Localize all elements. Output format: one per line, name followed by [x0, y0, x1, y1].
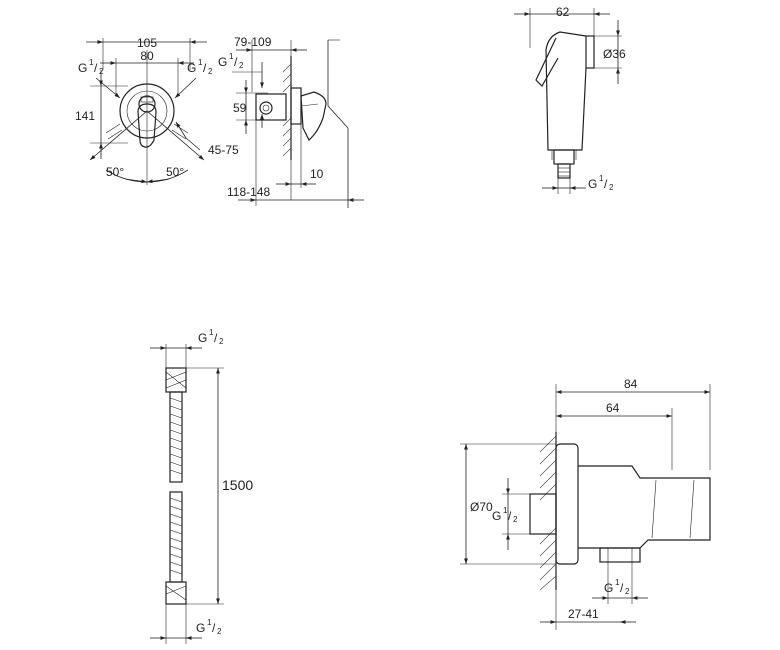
- thread-elbow-bottom-label: G 1 / 2: [592, 562, 648, 604]
- dim-dia-70-label: Ø70: [470, 500, 493, 514]
- hose-view: G 1 / 2: [150, 328, 253, 644]
- dim-width-84: 84: [555, 377, 711, 470]
- dim-27-41-label: 27-41: [568, 607, 599, 621]
- dim-width-80: 80: [100, 49, 194, 65]
- dim-width-64: 64: [556, 401, 673, 470]
- dim-height-141: 141: [75, 70, 128, 159]
- dim-width-62: 62: [514, 5, 610, 48]
- thread-num: 1: [503, 506, 508, 515]
- angle-50-left: 50°: [89, 110, 148, 184]
- thread-den: 2: [217, 627, 222, 636]
- dim-80-label: 80: [140, 49, 154, 63]
- thread-side-label: G 1 / 2: [218, 52, 264, 128]
- thread-num: 1: [207, 618, 212, 627]
- thread-den: 2: [609, 183, 614, 192]
- dim-27-41: 27-41: [540, 590, 636, 630]
- svg-text:/: /: [212, 621, 216, 635]
- dim-118-148: 118-148: [227, 120, 364, 206]
- thread-g: G: [604, 581, 613, 595]
- dim-59-label: 59: [233, 101, 247, 115]
- thread-den: 2: [99, 67, 104, 76]
- thread-den: 2: [219, 337, 224, 346]
- dim-width-105: 105: [86, 36, 207, 50]
- handshower-view: 62 Ø36: [514, 5, 626, 194]
- dim-dia-70: Ø70: [460, 443, 556, 565]
- thread-g: G: [78, 61, 87, 75]
- thread-left-label: G 1 / 2: [78, 58, 121, 99]
- thread-g: G: [196, 621, 205, 635]
- svg-text:/: /: [234, 55, 238, 69]
- thread-g: G: [218, 55, 227, 69]
- handshower-body: [535, 31, 595, 179]
- mixer-front-view: 105 80 G 1 / 2 G 1 / 2: [75, 36, 239, 185]
- dim-141-label: 141: [75, 109, 95, 123]
- wall-elbow-view: 84 64 Ø70: [460, 377, 711, 630]
- mixer-side-view: 79-109 G 1 / 2 59: [218, 35, 364, 208]
- thread-num: 1: [229, 52, 234, 61]
- dim-10-label: 10: [310, 167, 324, 181]
- thread-g: G: [492, 509, 501, 523]
- dim-45-75-label: 45-75: [208, 143, 239, 157]
- dim-45-75: 45-75: [175, 121, 239, 157]
- thread-right-label: G 1 / 2: [174, 58, 213, 99]
- dim-dia-36: Ø36: [586, 20, 626, 84]
- thread-g: G: [588, 177, 597, 191]
- svg-text:/: /: [214, 331, 218, 345]
- dim-79-109-label: 79-109: [234, 35, 272, 49]
- wall-hatch-elbow: [539, 432, 557, 591]
- thread-num: 1: [198, 58, 203, 67]
- thread-g: G: [187, 61, 196, 75]
- dim-length-1500: 1500: [186, 367, 253, 605]
- thread-den: 2: [513, 515, 518, 524]
- elbow-body: [529, 443, 711, 565]
- dim-105-label: 105: [137, 36, 157, 50]
- mixer-side-body: [255, 39, 349, 208]
- svg-text:/: /: [604, 177, 608, 191]
- dim-height-59: 59: [233, 80, 268, 134]
- svg-text:/: /: [94, 61, 98, 75]
- thread-num: 1: [599, 174, 604, 183]
- thread-num: 1: [89, 58, 94, 67]
- mixer-body: [105, 83, 189, 148]
- svg-text:/: /: [203, 61, 207, 75]
- angle-50-left-label: 50°: [106, 165, 124, 179]
- svg-text:/: /: [620, 581, 624, 595]
- thread-num: 1: [615, 578, 620, 587]
- svg-text:/: /: [508, 509, 512, 523]
- angle-50-right-label: 50°: [166, 165, 184, 179]
- thread-num: 1: [209, 328, 214, 337]
- thread-den: 2: [239, 61, 244, 70]
- thread-den: 2: [208, 67, 213, 76]
- thread-den: 2: [625, 587, 630, 596]
- thread-hose-bottom-label: G 1 / 2: [150, 604, 222, 644]
- thread-hose-top-label: G 1 / 2: [150, 328, 224, 368]
- hose-body: [165, 367, 187, 605]
- dim-10: 10: [276, 124, 324, 200]
- dim-118-148-label: 118-148: [227, 185, 270, 199]
- thread-handshower-label: G 1 / 2: [542, 174, 614, 194]
- thread-g: G: [198, 331, 207, 345]
- thread-elbow-left-label: G 1 / 2: [492, 478, 530, 550]
- dim-dia-36-label: Ø36: [603, 47, 626, 61]
- dim-64-label: 64: [606, 401, 620, 415]
- dim-1500-label: 1500: [222, 477, 253, 493]
- dim-79-109: 79-109: [234, 35, 307, 92]
- dim-84-label: 84: [624, 377, 638, 391]
- wall-hatch: [282, 56, 292, 160]
- dim-62-label: 62: [556, 5, 570, 19]
- angle-50-right: 50°: [146, 110, 205, 184]
